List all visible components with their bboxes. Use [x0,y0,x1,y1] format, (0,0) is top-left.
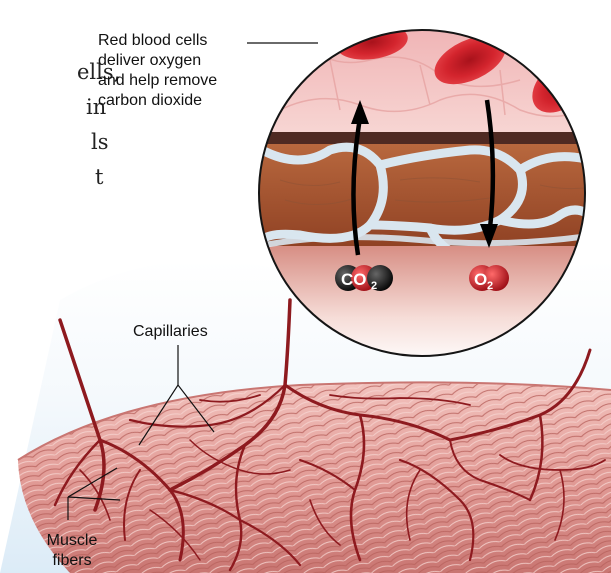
body-text-line-4: t [95,162,103,192]
muscle-label-line-2: fibers [40,551,104,571]
co2-molecule: CO 2 [335,265,393,292]
o2-subscript: 2 [487,280,493,292]
rbc-label-line-2: deliver oxygen [98,51,258,71]
co2-label: CO [341,270,367,289]
co2-subscript: 2 [371,280,377,292]
rbc-label-line-1: Red blood cells [98,31,258,51]
body-text-line-3: ls [91,127,109,157]
rbc-label-line-4: carbon dioxide [98,91,258,111]
rbc-label-line-3: and help remove [98,71,258,91]
o2-label: O [474,270,487,289]
o2-molecule: O 2 [469,265,509,292]
muscle-fibers-label: Muscle fibers [40,531,104,571]
capillaries-label: Capillaries [133,322,208,342]
muscle-label-line-1: Muscle [40,531,104,551]
rbc-label: Red blood cells deliver oxygen and help … [98,31,258,111]
